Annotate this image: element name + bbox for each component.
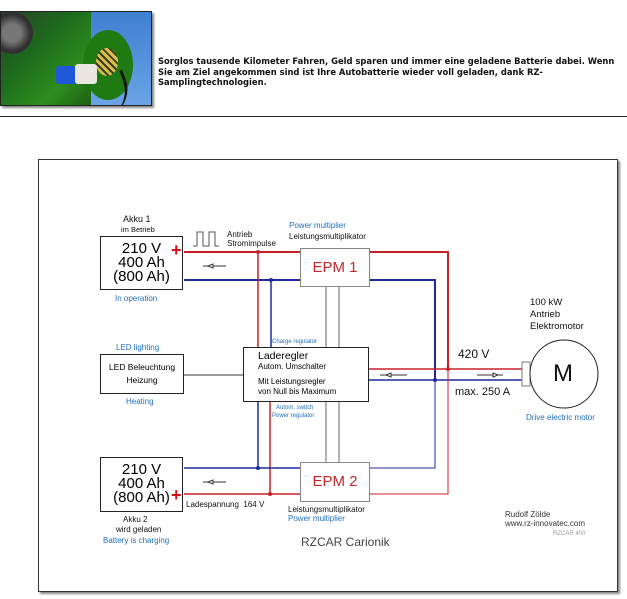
author: Rudolf Zölde — [505, 510, 551, 519]
epm2-box: EPM 2 — [300, 462, 370, 502]
epm1-box: EPM 1 — [300, 248, 370, 287]
led-english-top: LED lighting — [116, 343, 160, 352]
epm1-english: Power multiplier — [289, 221, 346, 230]
wire-epm2-negative-out — [370, 380, 436, 469]
akku1-subtitle: im Betrieb — [121, 225, 155, 234]
regulator-line3: von Null bis Maximum — [258, 387, 337, 396]
junction-dot — [269, 278, 273, 282]
photo-socket — [96, 48, 118, 76]
regulator-english-bottom-2: Power regulator — [272, 413, 315, 419]
akku2-capacity: 400 Ah — [118, 475, 165, 492]
akku1-box: 210 V 400 Ah (800 Ah) — [100, 236, 183, 290]
arrow-left-icon — [203, 479, 226, 485]
akku2-box: 210 V 400 Ah (800 Ah) — [100, 457, 183, 512]
photo-plug — [56, 66, 78, 84]
wire-epm1-positive-out — [370, 251, 449, 370]
intro-text: Sorglos tausende Kilometer Fahren, Geld … — [158, 56, 615, 87]
akku1-voltage: 210 V — [121, 240, 162, 257]
akku1-capacity-alt: (800 Ah) — [113, 268, 170, 285]
led-line2: Heizung — [126, 375, 158, 385]
akku1-capacity: 400 Ah — [118, 254, 165, 271]
regulator-line1: Autom. Umschalter — [258, 362, 327, 371]
led-line1: LED Beleuchtung — [108, 362, 176, 372]
motor-power: 100 kW — [530, 297, 563, 308]
arrow-left-icon — [380, 372, 407, 378]
pulse-symbol — [193, 231, 219, 247]
divider — [0, 116, 627, 117]
akku1-title: Akku 1 — [123, 214, 151, 224]
regulator-line2: Mit Leistungsregler — [258, 377, 326, 386]
regulator-box: Laderegler Autom. Umschalter Mit Leistun… — [243, 347, 369, 402]
akku2-plus-icon: + — [171, 485, 182, 505]
epm2-german: Leistungsmultiplikator — [288, 505, 365, 514]
epm2-english: Power multiplier — [288, 514, 345, 523]
pulse-label-1: Antrieb — [227, 230, 253, 239]
akku2-title: Akku 2 — [123, 515, 148, 524]
wire-epm1-negative-out — [370, 279, 436, 380]
epm1-german: Leistungsmultiplikator — [289, 232, 366, 241]
akku1-english: In operation — [115, 294, 158, 303]
led-box: LED Beleuchtung Heizung — [100, 354, 184, 394]
junction-dot — [256, 250, 260, 254]
motor-line3: Elektromotor — [530, 321, 584, 332]
akku2-capacity-alt: (800 Ah) — [113, 489, 170, 506]
led-english-bottom: Heating — [126, 397, 154, 406]
arrow-left-icon — [203, 263, 226, 269]
motor-symbol: M — [553, 360, 573, 387]
regulator-title: Laderegler — [258, 350, 309, 362]
motor-english: Drive electric motor — [526, 413, 595, 422]
website: www.rz-innovatec.com — [505, 519, 586, 528]
motor-connector — [521, 361, 531, 387]
charging-photo — [0, 11, 152, 106]
motor-circle — [529, 339, 599, 409]
wire-epm2-positive-out — [370, 369, 449, 495]
akku2-subtitle: wird geladen — [116, 525, 162, 534]
motor-voltage: 420 V — [458, 347, 490, 361]
akku2-voltage: 210 V — [121, 461, 162, 478]
regulator-english-bottom-1: Autom. switch — [276, 405, 314, 411]
arrow-right-icon — [477, 372, 503, 378]
motor-line2: Antrieb — [530, 309, 561, 320]
pulse-label-2: Stromimpulse — [227, 239, 276, 248]
photo-plug-collar — [75, 64, 97, 84]
akku1-plus-icon: + — [171, 240, 182, 260]
charge-voltage-label: Ladespannung 164 V — [186, 500, 265, 509]
model-label: RZCAR 400 — [553, 531, 586, 537]
diagram-title: RZCAR Carionik — [301, 535, 390, 549]
akku2-english: Battery is charging — [103, 536, 170, 545]
motor-current: max. 250 A — [455, 386, 511, 398]
regulator-english-top: Charge regulator — [272, 339, 318, 345]
